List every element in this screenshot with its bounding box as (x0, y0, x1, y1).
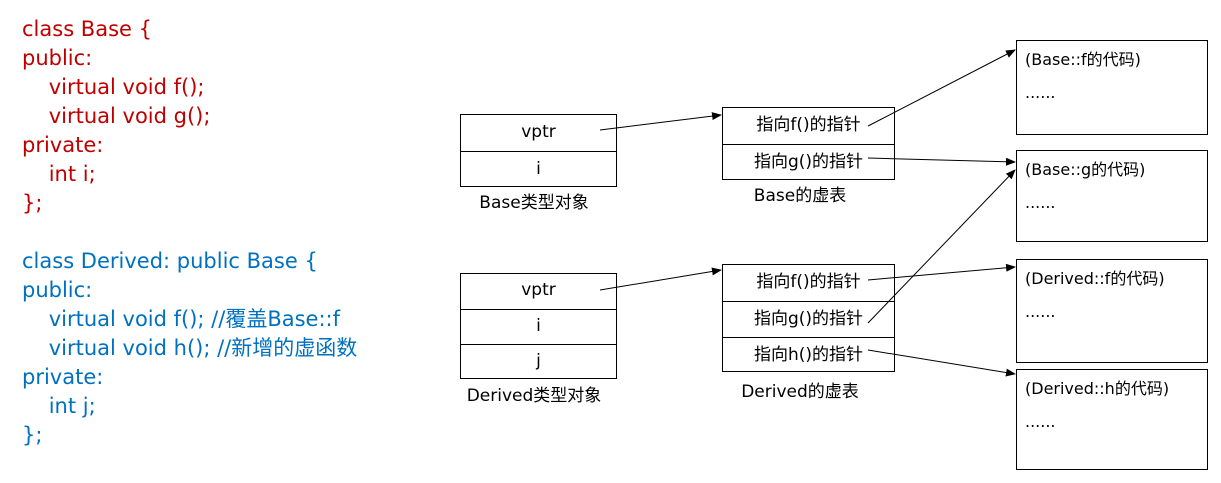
code-block-title: (Derived::f的代码) (1025, 269, 1165, 288)
code-block-body: ...... (1025, 193, 1056, 212)
base-vtable-entry-g: 指向g()的指针 (723, 144, 894, 180)
code-block-body: ...... (1025, 302, 1056, 321)
base-object-field-i: i (461, 151, 616, 187)
derived-object: vptr i j (460, 273, 617, 379)
derived-vtable-caption: Derived的虚表 (741, 382, 859, 402)
arrow-derived-h-to-code (867, 349, 1016, 377)
code-line: virtual void h(); //新增的虚函数 (22, 336, 358, 360)
code-line: virtual void f(); //覆盖Base::f (22, 307, 340, 331)
derived-vtable-entry-h: 指向h()的指针 (723, 337, 894, 373)
arrow-derived-g-to-base-g-code (867, 169, 1016, 324)
base-class-code: class Base { public: virtual void f(); vi… (22, 15, 210, 218)
code-block-title: (Derived::h的代码) (1025, 379, 1170, 398)
base-vtable-caption: Base的虚表 (753, 186, 847, 206)
arrow-base-g-to-code (867, 157, 1016, 166)
derived-vtable: 指向f()的指针 指向g()的指针 指向h()的指针 (722, 264, 895, 372)
base-object: vptr i (460, 114, 617, 187)
code-block-title: (Base::g的代码) (1025, 160, 1146, 179)
arrow-base-vptr-to-vtable (599, 112, 722, 131)
code-block-derived-f: (Derived::f的代码) ...... (1016, 259, 1208, 363)
code-line: int j; (22, 394, 96, 418)
code-line: class Derived: public Base { (22, 249, 318, 273)
derived-vtable-entry-g: 指向g()的指针 (723, 301, 894, 337)
base-object-vptr: vptr (521, 122, 556, 142)
base-object-caption: Base类型对象 (479, 193, 589, 213)
arrow-derived-vptr-to-vtable (599, 267, 722, 291)
code-line: public: (22, 278, 93, 302)
base-vtable-entry-f: 指向f()的指针 (756, 115, 861, 135)
derived-object-caption: Derived类型对象 (466, 386, 602, 406)
code-block-title: (Base::f的代码) (1025, 50, 1141, 69)
derived-class-code: class Derived: public Base { public: virt… (22, 247, 357, 450)
code-line: public: (22, 46, 93, 70)
code-line: private: (22, 365, 104, 389)
base-vtable: 指向f()的指针 指向g()的指针 (722, 107, 895, 180)
code-line: virtual void g(); (22, 104, 211, 128)
arrow-base-f-to-code (867, 49, 1016, 127)
derived-object-vptr: vptr (521, 280, 556, 300)
code-block-body: ...... (1025, 83, 1056, 102)
derived-object-field-j: j (461, 344, 616, 379)
code-line: class Base { (22, 17, 152, 41)
code-block-base-f: (Base::f的代码) ...... (1016, 40, 1208, 135)
code-line: virtual void f(); (22, 75, 205, 99)
code-block-body: ...... (1025, 412, 1056, 431)
code-block-base-g: (Base::g的代码) ...... (1016, 150, 1208, 242)
code-line: }; (22, 191, 43, 215)
code-block-derived-h: (Derived::h的代码) ...... (1016, 369, 1208, 470)
code-line: private: (22, 133, 104, 157)
derived-vtable-entry-f: 指向f()的指针 (756, 272, 861, 292)
code-line: int i; (22, 162, 96, 186)
arrow-derived-f-to-code (867, 263, 1016, 281)
derived-object-field-i: i (461, 309, 616, 344)
code-line: }; (22, 423, 43, 447)
